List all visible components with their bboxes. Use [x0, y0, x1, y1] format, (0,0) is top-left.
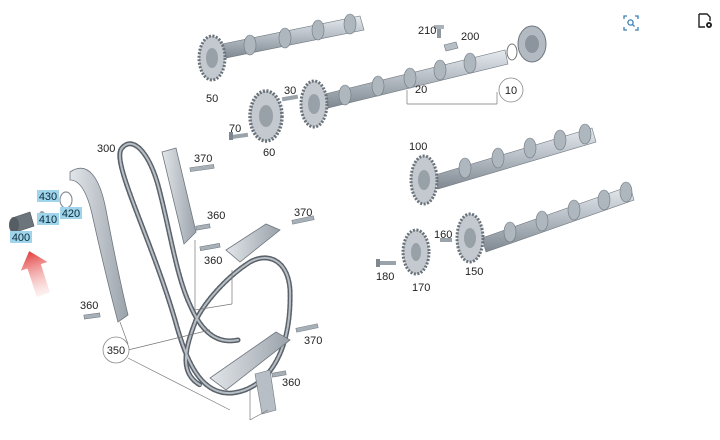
document-settings-icon[interactable] — [694, 10, 716, 32]
label-350: 350 — [107, 345, 125, 357]
pins — [83, 164, 319, 378]
label-160: 160 — [434, 229, 452, 241]
leader-lines — [119, 90, 498, 421]
cam-adjuster-gear-10 — [506, 25, 547, 63]
label-360-d: 360 — [282, 377, 300, 389]
label-200: 200 — [461, 31, 479, 43]
bolt-210 — [434, 25, 444, 38]
label-10: 10 — [505, 85, 517, 97]
callout-350: 350 — [102, 336, 130, 364]
label-170: 170 — [412, 282, 430, 294]
label-50: 50 — [206, 93, 218, 105]
label-30: 30 — [284, 85, 296, 97]
sprocket-60 — [248, 89, 284, 143]
bolt-180 — [376, 259, 396, 267]
label-370-a: 370 — [194, 153, 212, 165]
indicator-arrow — [20, 251, 51, 297]
callout-10: 10 — [498, 77, 524, 103]
highlighted-labels: 430 410 420 400 — [10, 190, 82, 244]
label-210: 210 — [418, 25, 436, 37]
label-360-a: 360 — [207, 210, 225, 222]
label-400: 400 — [12, 232, 30, 244]
label-180: 180 — [376, 271, 394, 283]
bolt-160 — [440, 238, 452, 242]
part-labels: 50 20 30 70 60 210 200 100 160 180 170 1… — [80, 25, 483, 389]
label-420: 420 — [62, 208, 80, 220]
label-300: 300 — [97, 143, 115, 155]
camshaft-50 — [197, 13, 365, 82]
bracket-200 — [443, 41, 459, 52]
camshaft-150 — [455, 181, 635, 264]
label-20: 20 — [415, 84, 427, 96]
sprocket-170 — [401, 228, 431, 276]
label-370-c: 370 — [304, 335, 322, 347]
bolt-70 — [229, 132, 249, 140]
bolt-30 — [281, 94, 299, 102]
camshaft-100 — [409, 123, 597, 206]
label-430: 430 — [39, 191, 57, 203]
label-60: 60 — [263, 147, 275, 159]
guide-rail-lower — [209, 331, 291, 415]
zoom-search-icon[interactable] — [620, 12, 642, 34]
label-360-c: 360 — [80, 300, 98, 312]
label-360-b: 360 — [204, 255, 222, 267]
label-100: 100 — [409, 141, 427, 153]
label-150: 150 — [465, 266, 483, 278]
camshaft-20 — [299, 49, 509, 129]
tensioner-rail — [69, 167, 129, 323]
guide-rail-center — [161, 147, 197, 245]
label-70: 70 — [229, 123, 241, 135]
label-370-b: 370 — [294, 207, 312, 219]
label-410: 410 — [39, 214, 57, 226]
guide-rail-upper — [225, 223, 281, 263]
